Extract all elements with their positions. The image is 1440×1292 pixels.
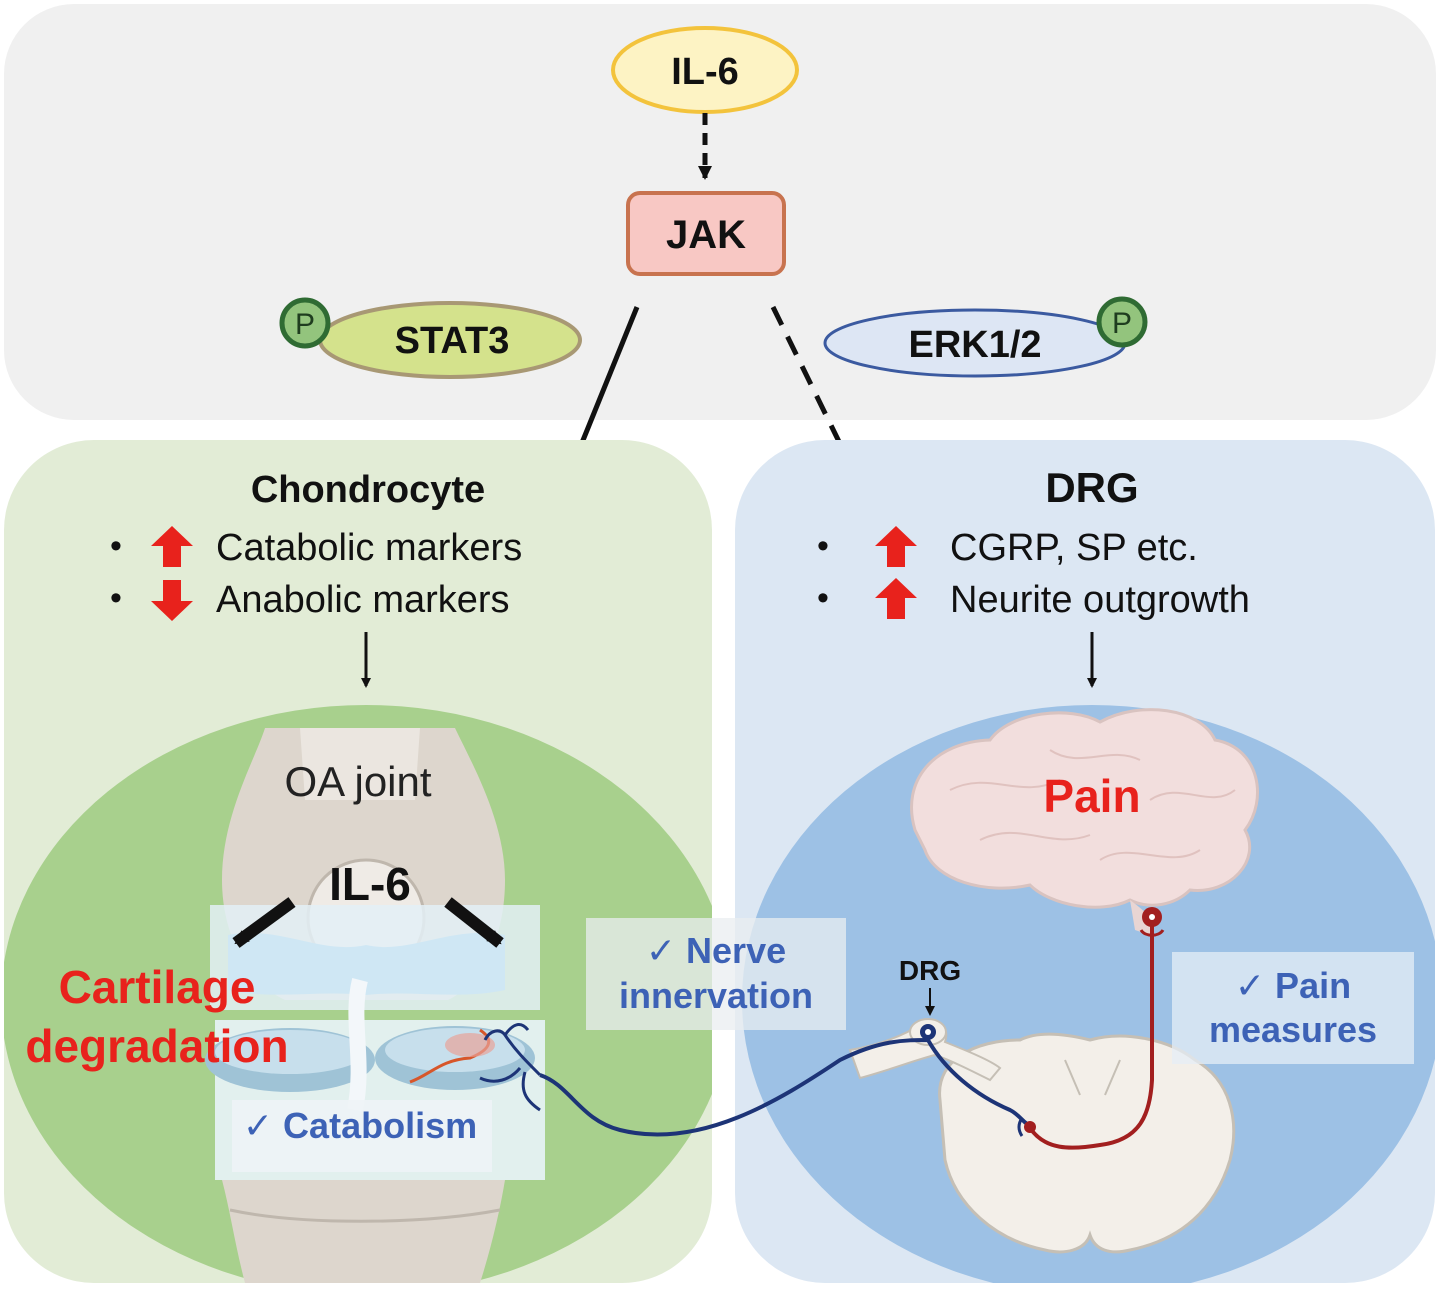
spinal-cord-illustration bbox=[938, 1032, 1236, 1254]
sensory-nerve-fiber bbox=[539, 1037, 1031, 1137]
stat3-label: STAT3 bbox=[395, 320, 510, 362]
jak-node bbox=[626, 191, 786, 276]
pain-measures-box bbox=[1172, 952, 1414, 1064]
synapse-terminal bbox=[1017, 1117, 1024, 1137]
nerve-branches bbox=[479, 1023, 542, 1112]
catabolic-markers-label: Catabolic markers bbox=[216, 527, 522, 569]
pain-measures-line1: ✓ Pain bbox=[1235, 965, 1351, 1006]
cartilage-degradation-line1: Cartilage bbox=[59, 961, 256, 1013]
cartilage-degradation-line2: degradation bbox=[25, 1020, 288, 1072]
bullet: • bbox=[110, 527, 122, 565]
spinal-synapse bbox=[1024, 1121, 1036, 1133]
erk-label: ERK1/2 bbox=[908, 324, 1041, 366]
stat3-phospho-label: P bbox=[295, 308, 315, 341]
il6-node bbox=[611, 26, 799, 114]
up-arrow-icon bbox=[875, 578, 917, 619]
il6-label: IL-6 bbox=[671, 51, 739, 93]
anabolic-markers-label: Anabolic markers bbox=[216, 579, 510, 621]
pain-label: Pain bbox=[1043, 770, 1140, 822]
joint-il6-label: IL-6 bbox=[329, 858, 411, 910]
bullet: • bbox=[817, 527, 829, 565]
catabolism-check-label: ✓ Catabolism bbox=[243, 1105, 477, 1146]
jak-to-chondrocyte-arrow bbox=[572, 306, 640, 462]
brain-synapse-terminal bbox=[1139, 929, 1165, 937]
drg-ganglion-label: DRG bbox=[899, 955, 961, 986]
chondrocyte-title: Chondrocyte bbox=[251, 469, 485, 511]
pain-circle bbox=[742, 705, 1435, 1283]
erk-phospho-label: P bbox=[1112, 307, 1132, 340]
il6-left-arrow bbox=[232, 897, 296, 948]
brain-illustration bbox=[910, 708, 1259, 935]
pain-measures-line2: measures bbox=[1209, 1009, 1377, 1050]
up-arrow-icon bbox=[151, 526, 193, 567]
neurite-outgrowth-label: Neurite outgrowth bbox=[950, 579, 1250, 621]
stat3-phospho-badge bbox=[279, 297, 331, 349]
drg-title: DRG bbox=[1045, 464, 1138, 511]
bullet: • bbox=[817, 579, 829, 617]
nerve-innervation-box bbox=[586, 918, 846, 1030]
nerve-innervation-line2: innervation bbox=[619, 975, 813, 1016]
il6-right-arrow bbox=[444, 897, 504, 948]
jak-label: JAK bbox=[666, 213, 746, 257]
erk-phospho-badge bbox=[1096, 296, 1148, 348]
cgrp-sp-label: CGRP, SP etc. bbox=[950, 527, 1198, 569]
knee-joint-illustration bbox=[205, 728, 545, 1283]
down-arrow-icon bbox=[151, 580, 193, 621]
nerve-innervation-line1: ✓ Nerve bbox=[646, 930, 786, 971]
oa-joint-label: OA joint bbox=[284, 758, 431, 805]
ascending-pain-fiber bbox=[1028, 922, 1154, 1150]
brain-neuron-nucleus bbox=[1149, 914, 1155, 920]
jak-to-drg-arrow bbox=[770, 305, 851, 462]
up-arrow-icon bbox=[875, 526, 917, 567]
bullet: • bbox=[110, 579, 122, 617]
